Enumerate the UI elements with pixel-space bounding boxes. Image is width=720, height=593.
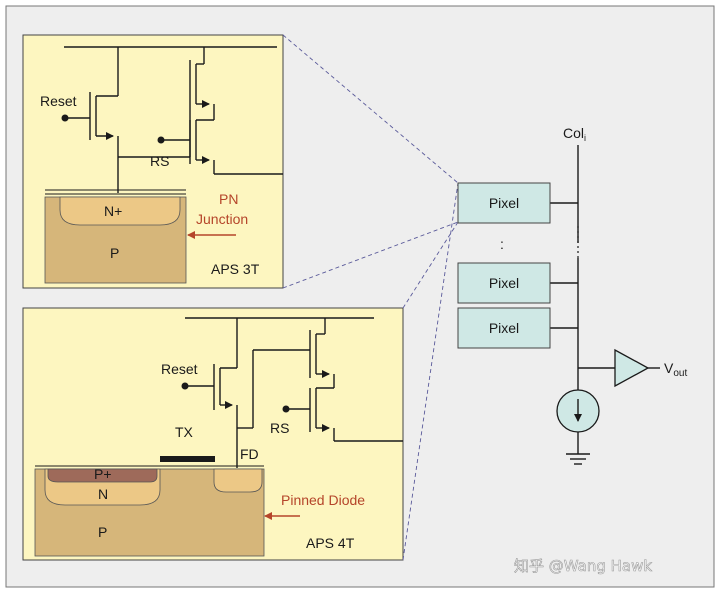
pixel-column: Pixel : Pixel Pixel Coli Vout xyxy=(457,125,687,465)
output-buffer-icon xyxy=(614,348,650,388)
col-label-main: Col xyxy=(563,125,584,141)
watermark: 知乎 @Wang Hawk xyxy=(514,557,652,575)
vout-label-sub: out xyxy=(673,368,687,379)
pixel-box-2 xyxy=(457,262,551,304)
ground-icon xyxy=(566,453,590,465)
aps4t-tx-label: TX xyxy=(175,424,194,440)
aps4t-rs-label: RS xyxy=(270,420,289,436)
aps4t-reset-label: Reset xyxy=(161,361,198,377)
zoom-lines xyxy=(282,34,459,561)
aps3t-rs-label: RS xyxy=(150,153,169,169)
aps3t-p-label: P xyxy=(110,245,119,261)
pixel-ellipsis: : xyxy=(500,236,504,252)
aps4t-p-label: P xyxy=(98,524,107,540)
aps3t-junction-label: Junction xyxy=(196,211,248,227)
aps4t-caption: APS 4T xyxy=(306,535,355,551)
aps3t-reset-label: Reset xyxy=(40,93,77,109)
pixel-label-3: Pixel xyxy=(489,320,519,336)
pixel-box-1 xyxy=(457,182,551,224)
pixel-box-3 xyxy=(457,307,551,349)
aps4t-panel: Reset RS TX FD P+ N P Pinned Diode APS 4… xyxy=(22,307,404,561)
aps3t-panel: Reset RS N+ P PN Junction APS 3T xyxy=(22,34,284,289)
aps4t-pplus-label: P+ xyxy=(94,466,112,482)
aps3t-pn-label: PN xyxy=(219,191,238,207)
pixel-label-2: Pixel xyxy=(489,275,519,291)
aps4t-fd-label: FD xyxy=(240,446,259,462)
aps3t-caption: APS 3T xyxy=(211,261,260,277)
aps4t-n-label: N xyxy=(98,486,108,502)
col-label-sub: i xyxy=(584,133,586,143)
aps4t-pinned-diode-label: Pinned Diode xyxy=(281,492,365,508)
vout-label: Vout xyxy=(664,360,687,379)
vout-label-main: V xyxy=(664,360,674,376)
aps3t-nplus-label: N+ xyxy=(104,203,122,219)
pixel-label-1: Pixel xyxy=(489,195,519,211)
col-label: Coli xyxy=(563,125,586,143)
